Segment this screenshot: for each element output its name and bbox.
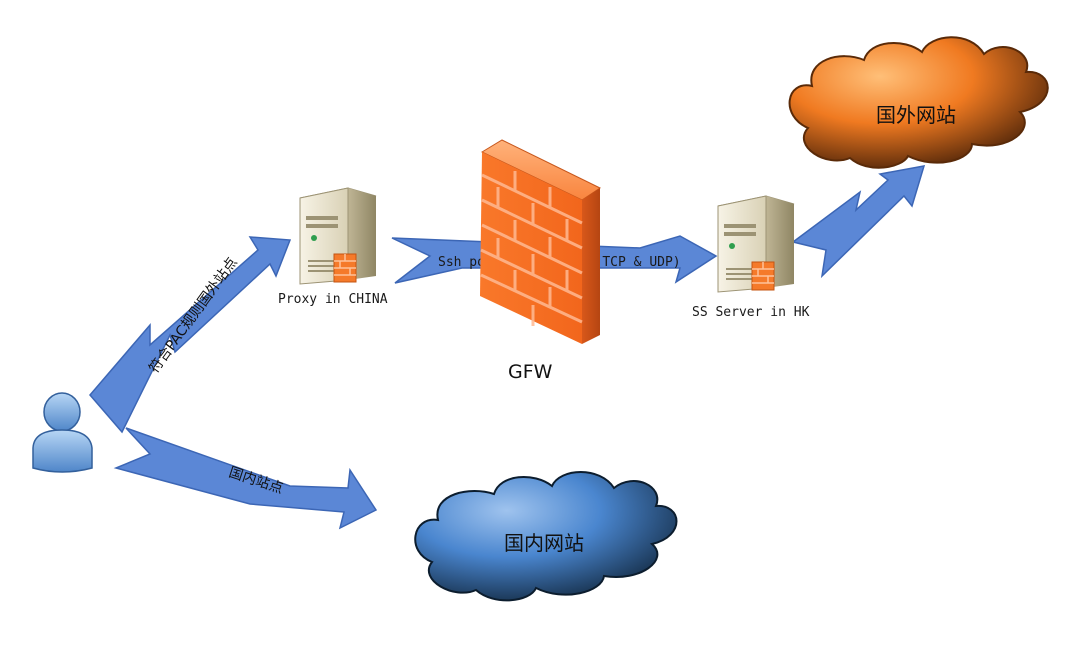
arrow-user-to-proxy bbox=[89, 236, 292, 434]
edge-label-user-to-proxy: 符合PAC规则国外站点 bbox=[146, 255, 240, 377]
arrow-user-to-domestic bbox=[113, 427, 378, 530]
arrow-ss-to-foreign bbox=[791, 165, 926, 279]
ss-server-label: SS Server in HK bbox=[692, 305, 810, 320]
foreign-sites-cloud bbox=[788, 36, 1049, 169]
ss-server-icon bbox=[717, 195, 795, 293]
proxy-server-icon bbox=[299, 187, 377, 285]
firewall-icon bbox=[480, 139, 602, 344]
firewall-label: GFW bbox=[508, 361, 553, 383]
proxy-label: Proxy in CHINA bbox=[278, 292, 388, 307]
domestic-sites-label: 国内网站 bbox=[504, 531, 584, 555]
user-icon bbox=[32, 392, 93, 473]
domestic-sites-cloud bbox=[414, 471, 678, 602]
foreign-sites-label: 国外网站 bbox=[876, 103, 956, 127]
